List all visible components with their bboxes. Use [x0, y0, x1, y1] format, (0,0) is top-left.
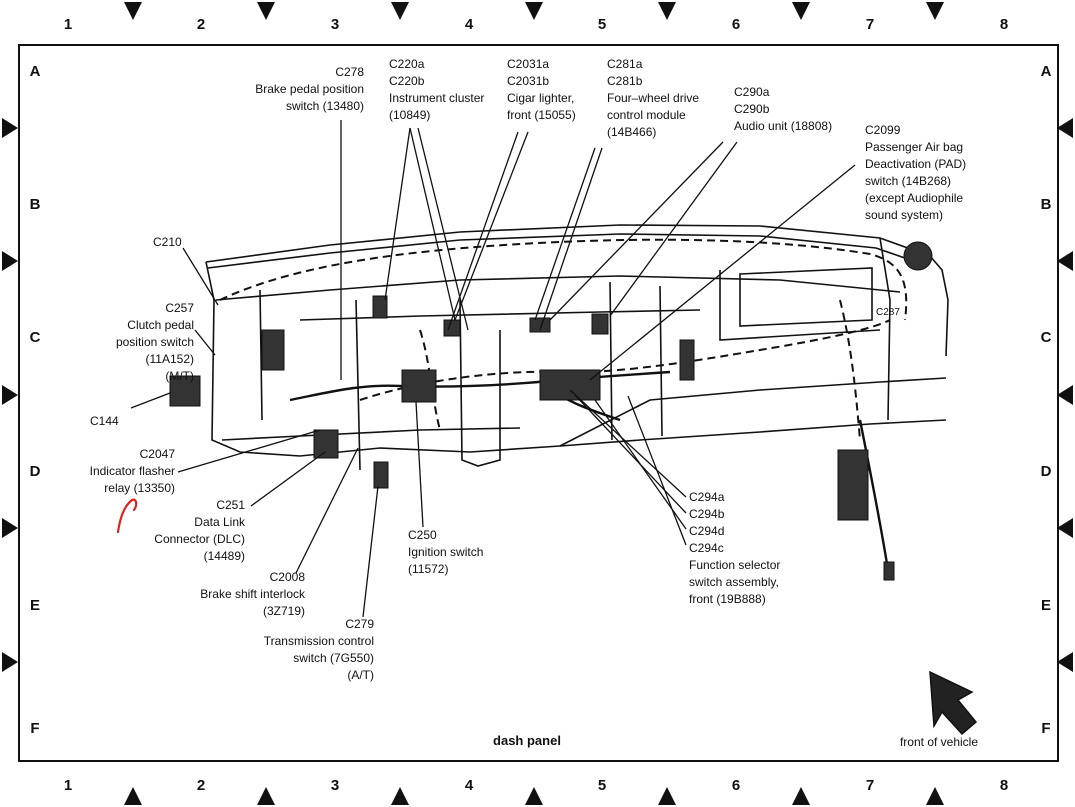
grid-row-right-c: C — [1040, 329, 1052, 346]
grid-col-top-8: 8 — [999, 16, 1009, 33]
grid-col-top-1: 1 — [63, 16, 73, 33]
grid-row-left-d: D — [29, 463, 41, 480]
grid-col-top-2: 2 — [196, 16, 206, 33]
grid-col-top-7: 7 — [865, 16, 875, 33]
grid-col-bottom-7: 7 — [865, 777, 875, 794]
label-c287: C287 — [876, 307, 900, 318]
diagram-frame — [18, 44, 1059, 762]
grid-row-left-c: C — [29, 329, 41, 346]
wiring-harness — [219, 238, 908, 441]
front-of-vehicle-arrow — [929, 670, 978, 736]
leader-lines — [130, 120, 856, 618]
front-of-vehicle-label: front of vehicle — [899, 735, 979, 749]
dash-panel-outline — [205, 224, 949, 471]
grid-col-bottom-5: 5 — [597, 777, 607, 794]
grid-row-left-b: B — [29, 196, 41, 213]
label-c144: C144 — [90, 414, 119, 428]
grid-col-bottom-1: 1 — [63, 777, 73, 794]
grid-col-bottom-6: 6 — [731, 777, 741, 794]
label-c210: C210 — [153, 235, 182, 249]
grid-col-top-4: 4 — [464, 16, 474, 33]
grid-col-top-6: 6 — [731, 16, 741, 33]
grid-col-bottom-2: 2 — [196, 777, 206, 794]
diagram-title: dash panel — [493, 733, 561, 748]
grid-col-bottom-8: 8 — [999, 777, 1009, 794]
grid-col-bottom-3: 3 — [330, 777, 340, 794]
grid-col-bottom-4: 4 — [464, 777, 474, 794]
grid-row-right-f: F — [1041, 720, 1051, 737]
grid-col-top-5: 5 — [597, 16, 607, 33]
grid-row-right-d: D — [1040, 463, 1052, 480]
connector-blocks — [169, 241, 933, 581]
red-annotation-mark — [116, 498, 138, 534]
grid-col-top-3: 3 — [330, 16, 340, 33]
grid-row-right-e: E — [1040, 597, 1051, 614]
grid-row-right-b: B — [1040, 196, 1052, 213]
grid-row-left-e: E — [29, 597, 40, 614]
grid-row-right-a: A — [1040, 63, 1052, 80]
grid-row-left-f: F — [30, 720, 40, 737]
grid-row-left-a: A — [29, 63, 41, 80]
